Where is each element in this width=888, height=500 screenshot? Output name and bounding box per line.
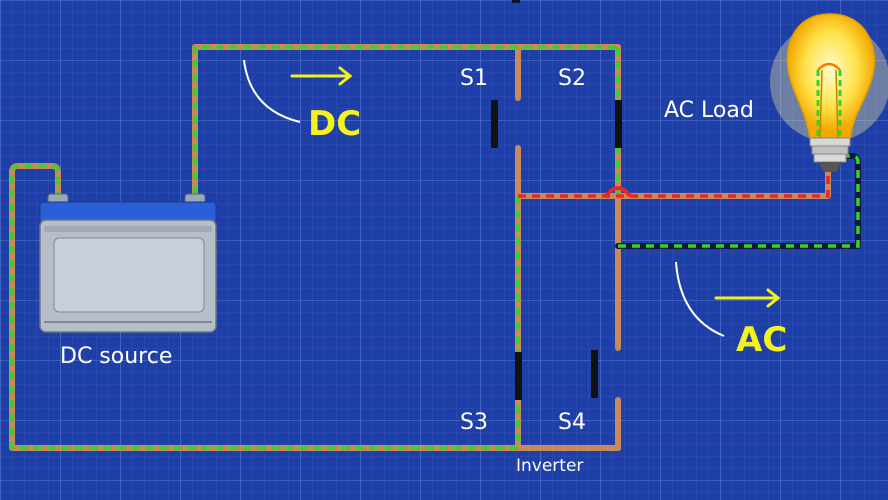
- current-path-red: [518, 172, 830, 198]
- top-tick: [512, 0, 520, 3]
- wire-crossover-hop: [604, 186, 632, 198]
- battery-icon: [39, 193, 217, 333]
- ac-flow-curve: [675, 261, 725, 337]
- switch-s2-contact: [615, 100, 622, 148]
- dc-source-label: DC source: [60, 344, 173, 369]
- switch-s2-label: S2: [558, 66, 586, 91]
- dc-flow-label: DC: [308, 104, 362, 144]
- dc-flow-curve: [243, 59, 301, 123]
- switch-s1-contact: [491, 100, 498, 148]
- ac-flow-label: AC: [736, 320, 788, 360]
- switch-s3-contact: [515, 352, 522, 400]
- switch-s4-label: S4: [558, 410, 586, 435]
- inverter-label: Inverter: [516, 456, 584, 476]
- ac-load-label: AC Load: [664, 98, 754, 123]
- switch-s3-label: S3: [460, 410, 488, 435]
- dc-arrow-icon: [290, 66, 353, 86]
- ac-arrow-icon: [714, 288, 781, 308]
- switch-s1-label: S1: [460, 66, 488, 91]
- light-bulb-icon: [770, 13, 888, 172]
- switch-s4-contact: [591, 350, 598, 398]
